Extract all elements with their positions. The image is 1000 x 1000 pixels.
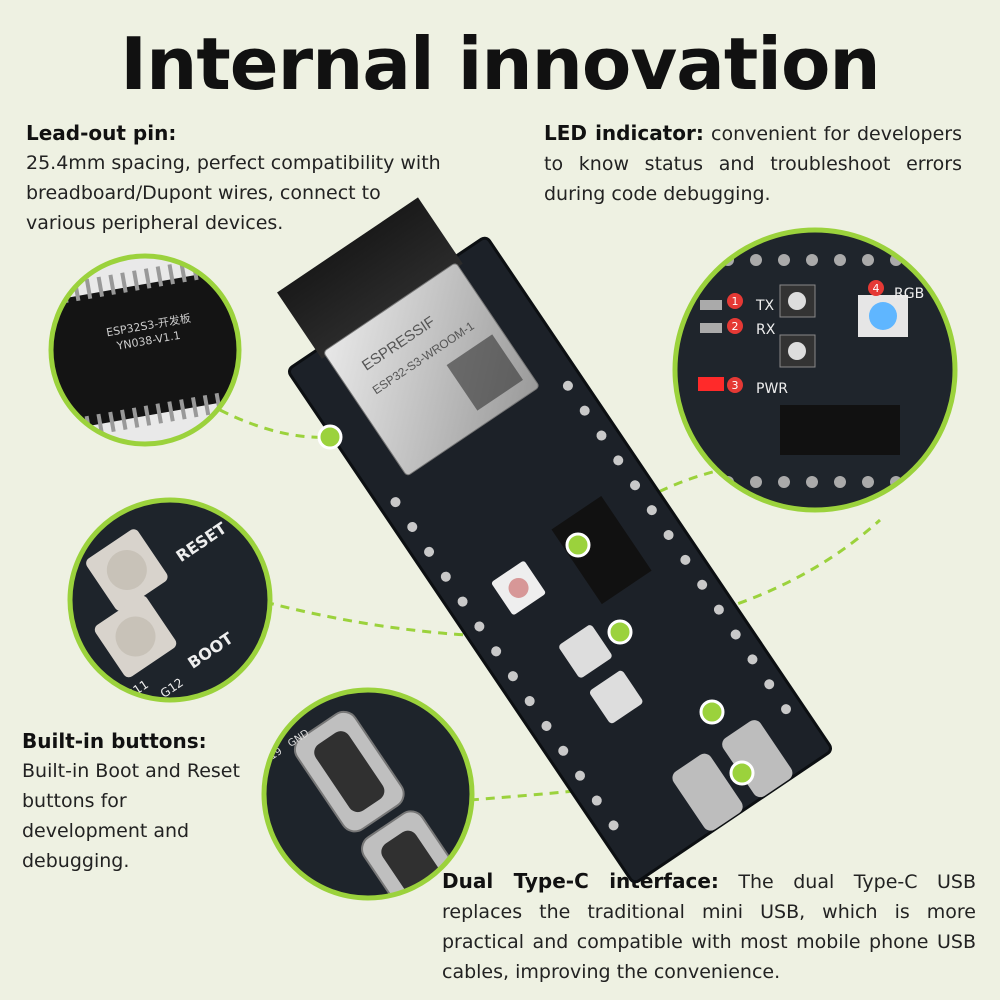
feature-leadout-pin: Lead-out pin: 25.4mm spacing, perfect co… bbox=[26, 118, 446, 238]
rgb-led bbox=[869, 302, 897, 330]
feature-dual-type-c: Dual Type-C interface: The dual Type-C U… bbox=[442, 866, 976, 987]
svg-text:RX: RX bbox=[756, 322, 776, 338]
wifi-module bbox=[324, 263, 539, 476]
zoom-usb-ports: G19 GND bbox=[261, 687, 475, 901]
svg-text:2: 2 bbox=[732, 320, 739, 333]
feature-led-indicator: LED indicator: convenient for developers… bbox=[544, 118, 962, 209]
power-led bbox=[698, 377, 724, 391]
zoom-leadout-pins: ESP32S3-开发板 YN038-V1.1 bbox=[48, 253, 242, 447]
feature-heading: Lead-out pin: bbox=[26, 121, 177, 145]
feature-heading: Built-in buttons: bbox=[22, 729, 207, 753]
dev-board: ESPRESSIF ESP32-S3-WROOM-1 bbox=[277, 197, 833, 884]
callout-dots bbox=[317, 424, 755, 786]
feature-heading: LED indicator: bbox=[544, 121, 704, 145]
svg-text:4: 4 bbox=[873, 282, 880, 295]
svg-text:RGB: RGB bbox=[894, 286, 924, 302]
svg-text:3: 3 bbox=[732, 379, 739, 392]
feature-built-in-buttons: Built-in buttons: Built-in Boot and Rese… bbox=[22, 726, 242, 876]
led-labels: 1 TX 2 RX 3 PWR 4 RGB bbox=[727, 280, 924, 397]
feature-description: Built-in Boot and Reset buttons for deve… bbox=[22, 760, 240, 872]
svg-text:TX: TX bbox=[755, 298, 775, 314]
zoom-buttons: RESET BOOT G11 G12 bbox=[67, 497, 273, 703]
page-title: Internal innovation bbox=[120, 22, 880, 106]
svg-text:PWR: PWR bbox=[756, 381, 788, 397]
zoom-leds: 1 TX 2 RX 3 PWR 4 RGB bbox=[672, 227, 958, 513]
feature-description: convenient for developers to know status… bbox=[544, 123, 962, 205]
feature-description: 25.4mm spacing, perfect compatibility wi… bbox=[26, 152, 441, 234]
feature-heading: Dual Type-C interface: bbox=[442, 869, 719, 893]
svg-text:1: 1 bbox=[732, 295, 739, 308]
pin-holes bbox=[390, 380, 792, 831]
feature-description: The dual Type-C USB replaces the traditi… bbox=[442, 871, 976, 983]
